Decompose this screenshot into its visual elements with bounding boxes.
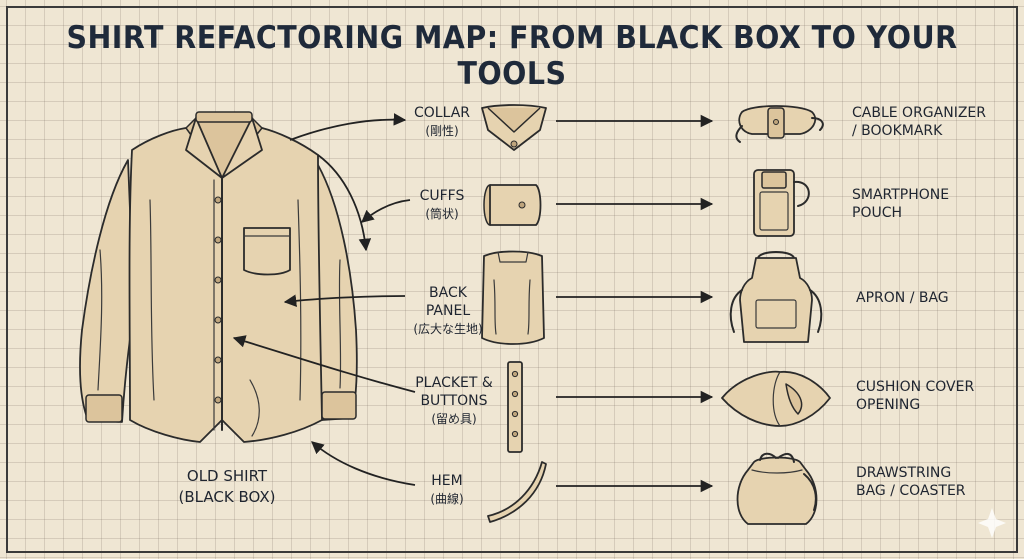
- part-name: HEM: [431, 473, 463, 489]
- tool-label-cable: CABLE ORGANIZER / BOOKMARK: [852, 104, 1012, 140]
- old-shirt-line2: (BLACK BOX): [178, 488, 276, 506]
- tool-line2: POUCH: [852, 205, 903, 221]
- cushion-icon: [721, 370, 831, 427]
- tool-line1: APRON / BAG: [856, 290, 949, 306]
- part-name: COLLAR: [413, 105, 471, 121]
- cable-organizer-icon: [735, 105, 824, 143]
- arrow-back-panel: [283, 294, 406, 307]
- arrow-placket: [232, 335, 416, 393]
- part-name: PLACKET &: [415, 375, 493, 391]
- part-note: (曲線): [430, 492, 464, 506]
- part-label-placket: PLACKET & BUTTONS (留め具): [412, 374, 496, 428]
- part-name: CUFFS: [419, 188, 465, 204]
- drawstring-bag-icon: [736, 452, 818, 525]
- tool-line1: SMARTPHONE: [852, 187, 950, 203]
- tool-line2: BAG / COASTER: [856, 483, 966, 499]
- collar-icon: [481, 104, 547, 151]
- old-shirt-line1: OLD SHIRT: [186, 467, 268, 485]
- apron-icon: [729, 251, 823, 343]
- part-label-back-panel: BACK PANEL (広大な生地): [408, 284, 488, 338]
- part-name-line2: BUTTONS: [420, 393, 488, 409]
- page-title: SHIRT REFACTORING MAP: FROM BLACK BOX TO…: [66, 20, 958, 92]
- part-note: (留め具): [431, 412, 477, 426]
- part-label-collar: COLLAR (剛性): [404, 104, 480, 140]
- part-name: BACK PANEL: [425, 285, 471, 319]
- tool-line1: CUSHION COVER: [856, 379, 975, 395]
- part-note: (広大な生地): [413, 322, 483, 336]
- arrow-hem: [311, 441, 416, 486]
- placket-icon: [507, 361, 523, 453]
- part-label-cuffs: CUFFS (筒状): [404, 187, 480, 223]
- tool-label-pouch: SMARTPHONE POUCH: [852, 186, 1012, 222]
- cuff-icon: [483, 184, 542, 226]
- back-panel-icon: [481, 250, 545, 345]
- old-shirt-label: OLD SHIRT (BLACK BOX): [152, 466, 302, 508]
- tool-line1: CABLE ORGANIZER: [852, 105, 986, 121]
- arrow-cuffs: [361, 199, 411, 223]
- sparkle-icon: [978, 508, 1006, 538]
- part-label-hem: HEM (曲線): [416, 472, 478, 508]
- shirt-icon: [79, 111, 358, 443]
- phone-pouch-icon: [753, 169, 810, 237]
- arrow-collar: [289, 113, 407, 141]
- hem-curve-icon: [487, 461, 547, 523]
- part-note: (筒状): [425, 207, 459, 221]
- part-note: (剛性): [425, 124, 459, 138]
- tool-label-cushion: CUSHION COVER OPENING: [856, 378, 1016, 414]
- tool-line1: DRAWSTRING: [856, 465, 952, 481]
- tool-label-bag: DRAWSTRING BAG / COASTER: [856, 464, 1016, 500]
- tool-line2: / BOOKMARK: [852, 123, 943, 139]
- tool-line2: OPENING: [856, 397, 921, 413]
- arrow-cuffs-sleeve: [317, 154, 372, 252]
- tool-label-apron: APRON / BAG: [856, 289, 1016, 307]
